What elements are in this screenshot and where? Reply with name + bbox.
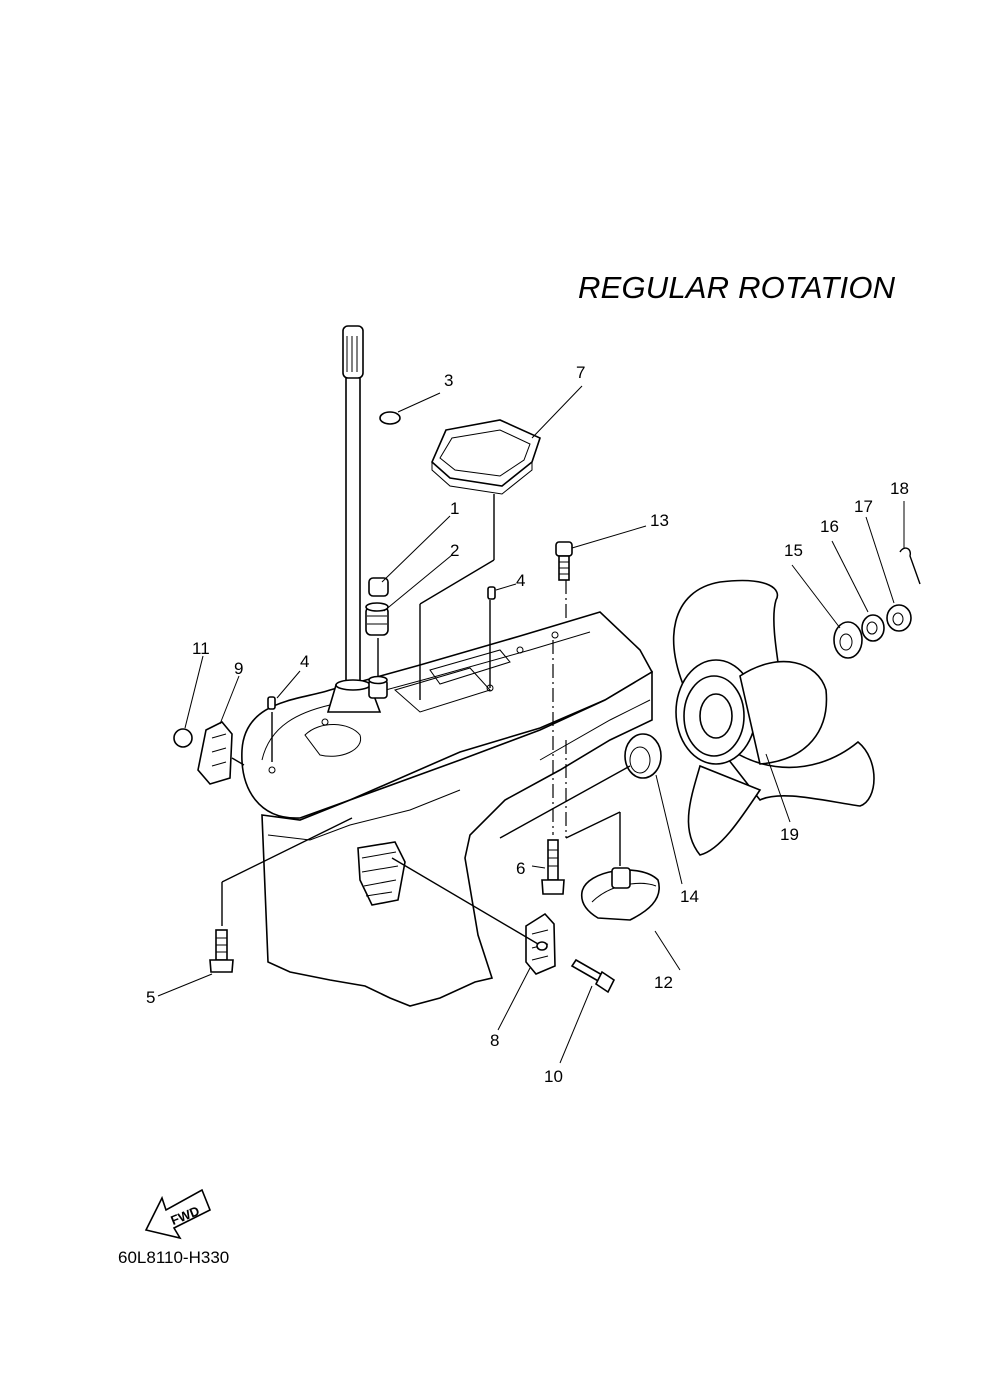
callout-12: 12 xyxy=(654,973,673,992)
leader-lines xyxy=(157,385,905,1064)
part-5-bolt xyxy=(209,929,234,973)
diagram-code: 60L8110-H330 xyxy=(118,1248,230,1267)
callout-4a: 4 xyxy=(516,571,525,590)
callout-13: 13 xyxy=(650,511,669,530)
callout-8: 8 xyxy=(490,1031,499,1050)
callout-labels: 1 2 3 4 4 5 6 7 8 9 10 11 12 13 14 15 16… xyxy=(146,363,909,1086)
lower-case-housing xyxy=(241,325,654,1007)
callout-6: 6 xyxy=(516,859,525,878)
part-16-washer xyxy=(861,614,885,642)
part-12-anode xyxy=(580,867,660,921)
callout-15: 15 xyxy=(784,541,803,560)
part-4-dowel-pin-a xyxy=(487,586,496,600)
fwd-arrow-icon: FWD xyxy=(144,1188,212,1240)
callout-9: 9 xyxy=(234,659,243,678)
callout-4b: 4 xyxy=(300,652,309,671)
part-4-dowel-pin-b xyxy=(267,696,276,710)
part-14-seal xyxy=(624,733,662,779)
part-13-bolt xyxy=(555,541,573,581)
callout-16: 16 xyxy=(820,517,839,536)
callout-11: 11 xyxy=(192,639,210,658)
part-2-grommet xyxy=(365,602,389,636)
callout-17: 17 xyxy=(854,497,873,516)
callout-18: 18 xyxy=(890,479,909,498)
part-9-trim-tab xyxy=(197,721,233,785)
callout-19: 19 xyxy=(780,825,799,844)
callout-14: 14 xyxy=(680,887,699,906)
callout-3: 3 xyxy=(444,371,453,390)
callout-7: 7 xyxy=(576,363,585,382)
callout-10: 10 xyxy=(544,1067,563,1086)
part-15-spacer xyxy=(833,621,863,659)
callout-2: 2 xyxy=(450,541,459,560)
part-18-cotter-pin xyxy=(899,547,921,585)
part-11-nut xyxy=(173,728,193,748)
part-3-grommet xyxy=(379,411,401,425)
part-10-bolt xyxy=(570,958,616,994)
diagram-title: REGULAR ROTATION xyxy=(578,270,896,305)
callout-1: 1 xyxy=(450,499,459,518)
part-6-bolt xyxy=(541,839,565,895)
part-8-trim-tab xyxy=(525,912,556,975)
callout-5: 5 xyxy=(146,988,155,1007)
part-1-water-tube-fill xyxy=(372,416,394,576)
part-1-seal xyxy=(368,577,389,597)
part-17-nut xyxy=(886,604,912,632)
part-7-gasket xyxy=(431,419,541,495)
part-19-propeller xyxy=(672,579,875,856)
